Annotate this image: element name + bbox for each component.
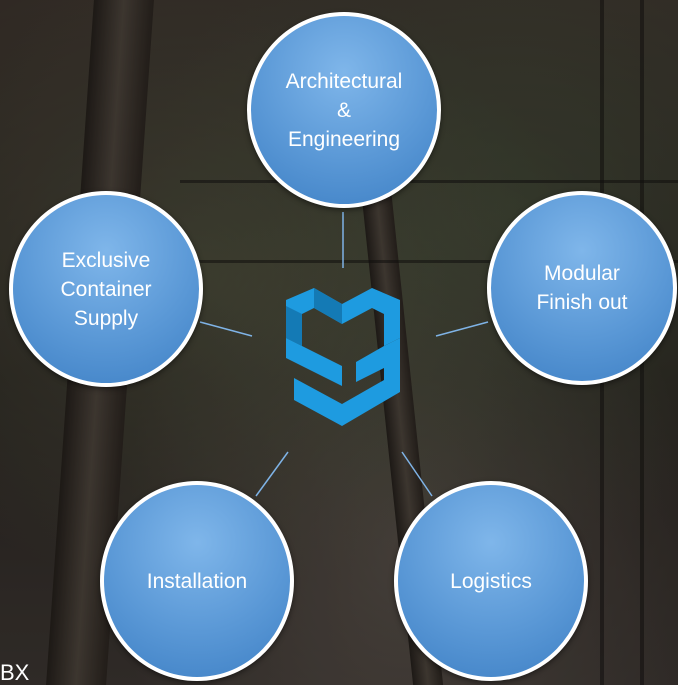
node-logistics[interactable]: Logistics <box>394 481 588 681</box>
node-installation[interactable]: Installation <box>100 481 294 681</box>
node-modular-finish-out[interactable]: Modular Finish out <box>487 191 677 385</box>
node-label: Modular Finish out <box>536 262 628 314</box>
node-label: Installation <box>146 569 248 593</box>
connector-bottom-right <box>401 451 433 497</box>
node-label: Exclusive Container Supply <box>60 248 152 330</box>
connector-left <box>199 321 253 337</box>
corner-text: BX <box>0 660 30 685</box>
connector-right <box>435 321 489 337</box>
node-label: Architectural & Engineering <box>285 69 403 151</box>
node-label: Logistics <box>450 569 532 593</box>
node-exclusive-container-supply[interactable]: Exclusive Container Supply <box>9 191 203 387</box>
company-logo <box>286 288 400 426</box>
connector-bottom-left <box>255 451 289 497</box>
node-architectural-engineering[interactable]: Architectural & Engineering <box>247 12 441 208</box>
